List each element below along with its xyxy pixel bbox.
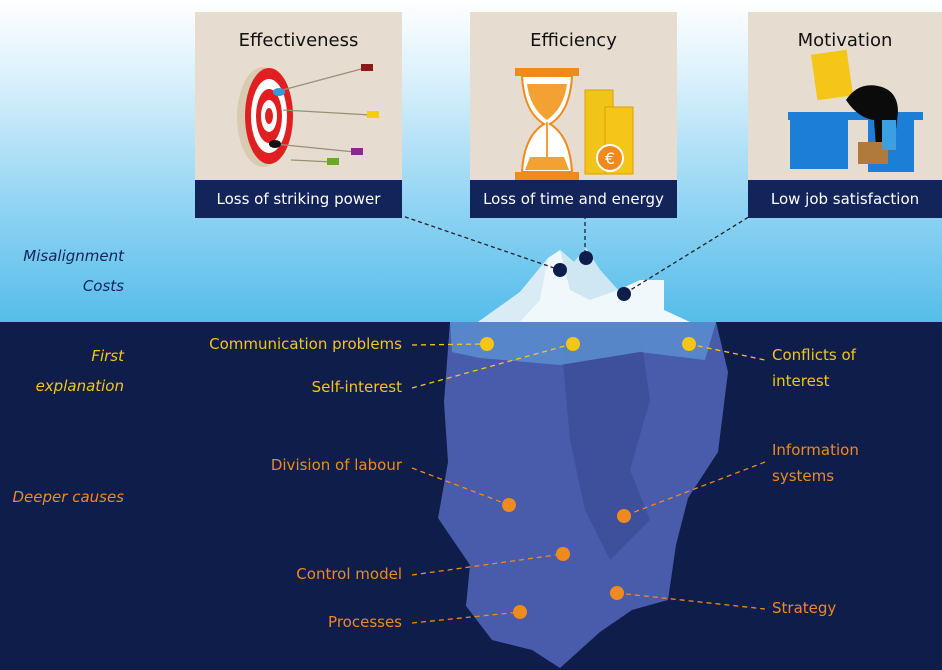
hourglass-coins-icon: € xyxy=(515,68,634,180)
level-deeper-label: Deeper causes xyxy=(12,488,125,506)
card-caption: Loss of striking power xyxy=(195,180,402,218)
target-with-darts-icon xyxy=(237,64,379,167)
euro-symbol: € xyxy=(605,149,615,168)
dot-self-interest xyxy=(566,337,580,351)
frustrated-worker-icon xyxy=(788,49,923,172)
iceberg-tip-shade xyxy=(560,248,618,300)
dot-control xyxy=(556,547,570,561)
cost-dot-efficiency xyxy=(579,251,593,265)
label-information-systems: Information systems xyxy=(772,441,859,485)
label-self-interest: Self-interest xyxy=(311,378,402,396)
iceberg-underwater-shade xyxy=(560,330,650,560)
card-title: Efficiency xyxy=(530,30,617,51)
level-first-label: First explanation xyxy=(35,347,124,395)
card-title: Effectiveness xyxy=(238,30,359,51)
card-efficiency: € Efficiency Loss of time and energy xyxy=(470,12,677,218)
dot-conflicts xyxy=(682,337,696,351)
iceberg-tip-shade-2 xyxy=(478,258,548,322)
label-division-of-labour: Division of labour xyxy=(270,456,402,474)
label-processes: Processes xyxy=(328,613,402,631)
label-strategy: Strategy xyxy=(772,599,837,617)
card-caption: Low job satisfaction xyxy=(748,180,942,218)
dot-communication xyxy=(480,337,494,351)
level-costs-label: Misalignment Costs xyxy=(23,247,124,295)
card-title: Motivation xyxy=(797,30,893,51)
card-motivation: Motivation Low job satisfaction xyxy=(748,12,942,218)
card-caption: Loss of time and energy xyxy=(470,180,677,218)
dot-strategy xyxy=(610,586,624,600)
cost-dot-effectiveness xyxy=(553,263,567,277)
dot-information xyxy=(617,509,631,523)
dot-processes xyxy=(513,605,527,619)
label-control-model: Control model xyxy=(296,565,402,583)
iceberg-underwater-top xyxy=(450,322,716,365)
dot-division xyxy=(502,498,516,512)
label-conflicts-of-interest: Conflicts of interest xyxy=(772,346,856,390)
label-communication-problems: Communication problems xyxy=(209,335,402,353)
card-effectiveness: Effectiveness Loss of striking power xyxy=(195,12,402,218)
cost-dot-motivation xyxy=(617,287,631,301)
